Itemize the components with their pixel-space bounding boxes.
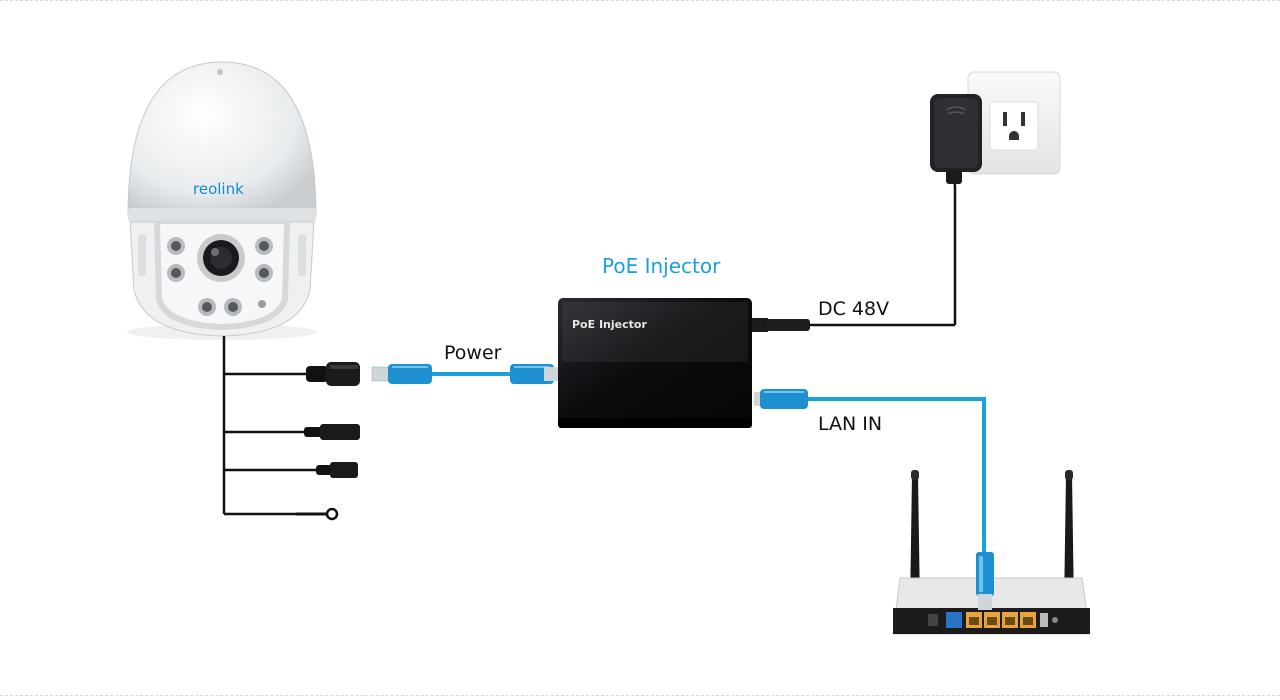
poe-injector-icon [558,298,955,428]
dc-adapter-cable [950,173,957,325]
ptz-camera-icon [127,61,317,340]
dc-barrel-connector [304,424,360,440]
camera-rj45-connector [306,362,360,386]
power-cable [371,364,558,384]
injector-device-label: PoE Injector [572,318,647,331]
power-label: Power [444,342,502,364]
dc-label: DC 48V [818,298,890,320]
lan-cable [808,397,986,552]
audio-connector [316,462,358,478]
ground-terminal [296,507,339,521]
camera-cable-harness [222,336,326,516]
router-icon [892,470,1091,635]
top-divider [0,0,1280,1]
diagram-title: PoE Injector [602,254,721,278]
lan-in-label: LAN IN [818,413,883,435]
bottom-divider [0,695,1280,696]
power-adapter-icon [930,94,982,184]
camera-brand-logo: reolink [193,180,244,198]
